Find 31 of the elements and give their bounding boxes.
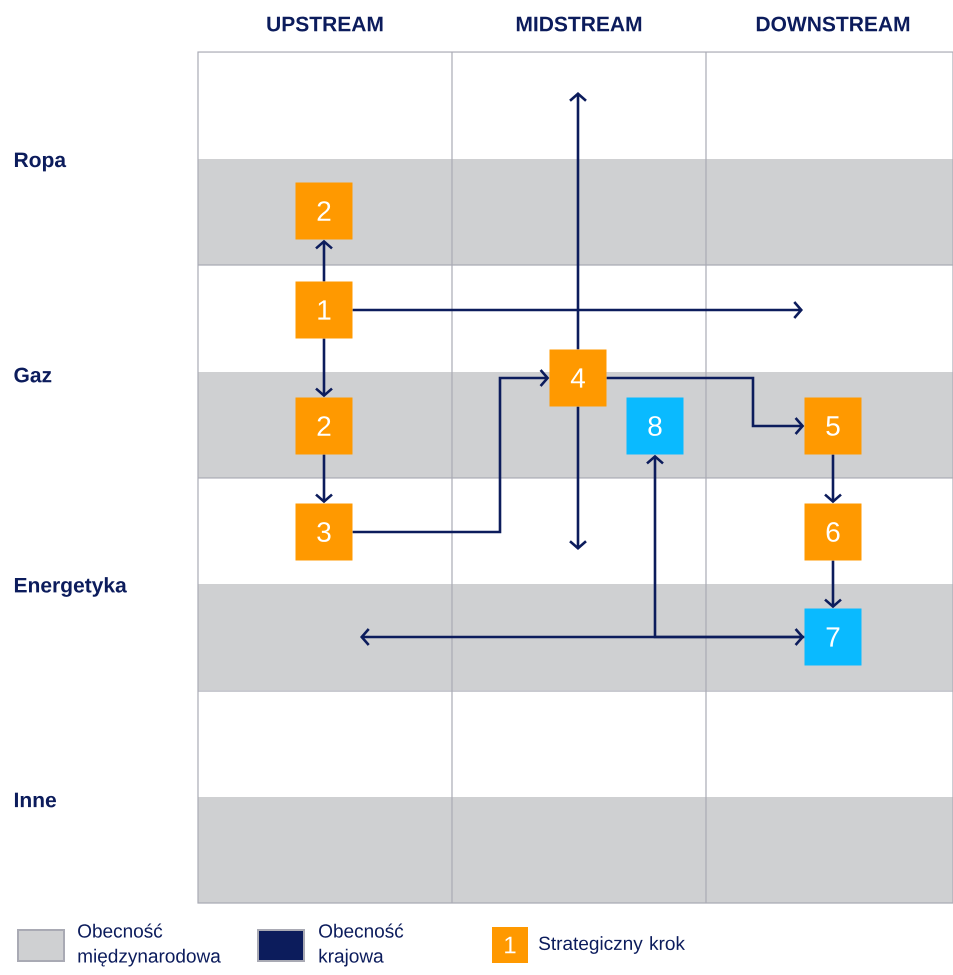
row-label: Gaz [14,368,52,382]
arrow [606,376,804,435]
step-box: 6 [804,504,862,560]
arrow [352,301,803,319]
arrow [352,369,550,534]
step-box: 5 [804,398,862,454]
row-label: Energetyka [14,577,127,597]
column-header: MIDSTREAM [516,16,642,32]
arrow [824,454,842,504]
step-box: 7 [804,608,862,666]
row-label: Inne [14,792,56,808]
arrow [315,454,333,504]
arrow [569,406,587,550]
step-box: 3 [296,504,352,560]
arrow [824,560,842,608]
legend-label: Obecność międzynarodowa [78,924,221,966]
step-box: 2 [296,182,352,240]
step-box: 8 [626,398,684,454]
arrow [646,454,804,638]
legend-label: Obecność krajowa [319,924,404,966]
arrow [360,628,804,646]
arrow [315,240,333,282]
arrow [569,92,587,350]
column-header: UPSTREAM [267,16,382,32]
row-label: Ropa [14,152,66,172]
legend-label: Strategiczny krok [539,936,685,954]
column-header: DOWNSTREAM [756,16,910,32]
arrow [315,338,333,398]
step-box: 1 [296,282,352,338]
step-box: 2 [296,398,352,454]
step-box: 4 [550,350,606,406]
